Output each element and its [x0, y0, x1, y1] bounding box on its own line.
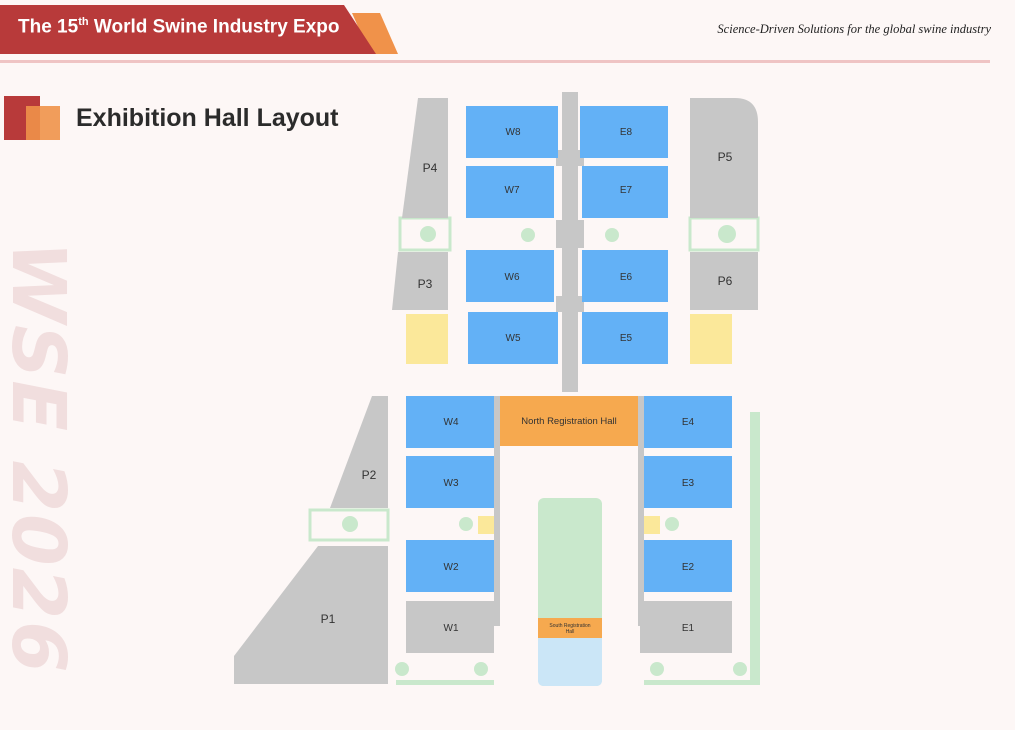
green-dot [474, 662, 488, 676]
hall-label-e6: E6 [620, 272, 633, 283]
green-dot [521, 228, 535, 242]
parking-label-p2: P2 [362, 468, 377, 482]
hall-w7[interactable] [466, 166, 554, 218]
parking-label-p1: P1 [321, 612, 336, 626]
hall-label-e1: E1 [682, 623, 695, 634]
green-roundabout [308, 508, 390, 542]
hall-label-w3: W3 [444, 478, 459, 489]
hall-e2[interactable] [644, 540, 732, 592]
parking-p4[interactable] [402, 98, 448, 218]
west-corridor [494, 396, 500, 626]
yellow-block [690, 314, 732, 364]
parking-p3[interactable] [392, 252, 448, 310]
north-registration-label: North Registration Hall [521, 416, 617, 427]
hall-label-e8: E8 [620, 127, 633, 138]
yellow-block [478, 516, 494, 534]
hall-label-w5: W5 [506, 333, 521, 344]
hall-e8[interactable] [580, 106, 668, 158]
south-registration-label-line1: South Registration [549, 623, 590, 629]
hall-label-w2: W2 [444, 562, 459, 573]
hall-e4[interactable] [644, 396, 732, 448]
south-registration-label-line2: Hall [566, 629, 575, 635]
hall-w1[interactable] [406, 601, 494, 653]
hall-label-w8: W8 [506, 127, 521, 138]
hall-label-w6: W6 [505, 272, 520, 283]
hall-w3[interactable] [406, 456, 494, 508]
hall-label-w7: W7 [505, 185, 520, 196]
hall-w8[interactable] [466, 106, 558, 158]
hall-w4[interactable] [406, 396, 494, 448]
tagline: Science-Driven Solutions for the global … [717, 22, 991, 36]
hall-label-e5: E5 [620, 333, 633, 344]
yellow-block [644, 516, 660, 534]
green-roundabout-center [718, 225, 736, 243]
hall-label-e7: E7 [620, 185, 633, 196]
green-dot [395, 662, 409, 676]
section-marker-icon [4, 96, 60, 140]
south-registration-hall[interactable] [538, 618, 602, 638]
banner-orange-accent [352, 13, 398, 54]
hall-e1[interactable] [640, 601, 732, 653]
header-banner: The 15th World Swine Industry Expo [0, 0, 400, 56]
green-dot [459, 517, 473, 531]
hall-label-w4: W4 [444, 417, 459, 428]
spine-joint [556, 296, 584, 312]
section-title: Exhibition Hall Layout [76, 104, 339, 132]
parking-label-p6: P6 [718, 274, 733, 288]
hall-w6[interactable] [466, 250, 554, 302]
hall-w5[interactable] [468, 312, 558, 364]
green-dot [733, 662, 747, 676]
green-roundabout-center [342, 516, 358, 532]
green-dot [665, 517, 679, 531]
hall-e6[interactable] [582, 250, 668, 302]
parking-label-p3: P3 [418, 277, 433, 291]
banner-shape [0, 5, 398, 54]
hall-e5[interactable] [582, 312, 668, 364]
east-corridor [638, 396, 644, 626]
green-strip [644, 680, 760, 685]
parking-p2[interactable] [330, 396, 388, 508]
spine-joint [556, 150, 584, 166]
north-registration-hall[interactable] [500, 396, 638, 446]
green-dot [605, 228, 619, 242]
spine-joint [556, 220, 584, 248]
parking-p6[interactable] [690, 252, 758, 310]
hall-w2[interactable] [406, 540, 494, 592]
header-divider [0, 60, 990, 63]
parking-p1[interactable] [234, 546, 388, 684]
green-dot [650, 662, 664, 676]
east-green-strip [750, 412, 760, 682]
parking-label-p4: P4 [423, 161, 438, 175]
green-roundabout-center [420, 226, 436, 242]
hall-label-e2: E2 [682, 562, 695, 573]
title-ordinal: th [78, 16, 89, 28]
banner-red-band [0, 5, 376, 54]
parking-label-p5: P5 [718, 150, 733, 164]
hall-label-e3: E3 [682, 478, 695, 489]
yellow-block [406, 314, 448, 364]
hall-label-w1: W1 [444, 623, 459, 634]
hall-e3[interactable] [644, 456, 732, 508]
expo-title: The 15th World Swine Industry Expo [18, 16, 340, 38]
hall-e7[interactable] [582, 166, 668, 218]
parking-p5[interactable] [690, 98, 758, 218]
hall-label-e4: E4 [682, 417, 695, 428]
title-prefix: The 15 [18, 16, 79, 38]
green-strip [396, 680, 494, 685]
title-suffix: World Swine Industry Expo [88, 16, 340, 38]
